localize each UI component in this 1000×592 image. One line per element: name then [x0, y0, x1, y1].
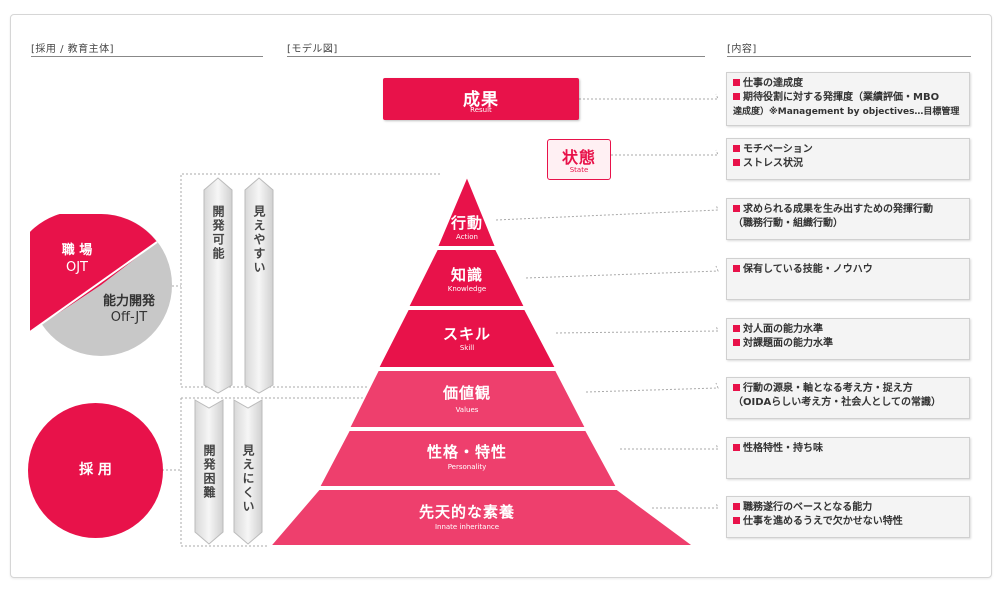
offjt-label-2: Off-JT — [110, 310, 148, 325]
pyramid-values-title: 価値観 — [442, 384, 491, 402]
content-state-line-2: ストレス状況 — [733, 157, 963, 171]
content-knowledge-line-1: 保有している技能・ノウハウ — [733, 263, 963, 277]
content-values-cont: （OIDAらしい考え方・社会人としての常識） — [733, 397, 941, 408]
pyramid-action-title: 行動 — [450, 214, 483, 232]
ojt-label-2: OJT — [65, 260, 88, 275]
content-skill-line-2: 対課題面の能力水準 — [733, 337, 963, 351]
content-result-line-2: 期待役割に対する発揮度（業績評価・MBO — [733, 91, 963, 105]
pyramid-values — [347, 369, 588, 429]
pyramid-innate-sub: Innate inheritance — [434, 523, 500, 531]
pyramid-knowledge — [406, 248, 527, 308]
pyramid-innate-title: 先天的な素養 — [418, 503, 515, 521]
content-box-knowledge: 保有している技能・ノウハウ — [726, 258, 970, 300]
pyramid-values-sub: Values — [455, 406, 479, 414]
content-action-line-1: 求められる成果を生み出すための発揮行動 — [733, 203, 963, 217]
pyramid-action — [435, 173, 498, 248]
arrow-develop-difficult: 開発困難 — [202, 444, 216, 500]
result-box — [383, 78, 579, 120]
pyramid-personality-sub: Personality — [447, 463, 487, 471]
content-box-skill: 対人面の能力水準 対課題面の能力水準 — [726, 318, 970, 360]
content-action-cont: （職務行動・組織行動） — [733, 218, 843, 229]
content-box-personality: 性格特性・持ち味 — [726, 437, 970, 479]
content-box-state: モチベーション ストレス状況 — [726, 138, 970, 180]
hiring-label: 採 用 — [79, 462, 112, 478]
content-box-innate: 職務遂行のベースとなる能力 仕事を進めるうえで欠かせない特性 — [726, 496, 970, 538]
content-personality-line-1: 性格特性・持ち味 — [733, 442, 963, 456]
content-values-line-1: 行動の源泉・軸となる考え方・捉え方 — [733, 382, 963, 396]
state-box — [547, 139, 611, 180]
pyramid-innate — [267, 488, 698, 547]
header-right: [内容] — [727, 44, 757, 55]
content-skill-line-1: 対人面の能力水準 — [733, 323, 963, 337]
pyramid-skill-sub: Skill — [459, 344, 475, 352]
header-left: [採用 / 教育主体] — [31, 44, 115, 55]
header-left-line — [31, 56, 263, 57]
arrow-hard-to-see: 見えにくい — [241, 444, 255, 514]
content-innate-line-1: 職務遂行のベースとなる能力 — [733, 501, 963, 515]
content-result-line-1: 仕事の達成度 — [733, 77, 963, 91]
pyramid-skill — [376, 308, 558, 369]
pyramid-knowledge-sub: Knowledge — [447, 285, 487, 293]
arrow-easy-to-see: 見えやすい — [252, 205, 266, 275]
state-title: 状態 — [561, 148, 596, 167]
arrow-develop-possible: 開発可能 — [211, 205, 225, 261]
content-box-values: 行動の源泉・軸となる考え方・捉え方 （OIDAらしい考え方・社会人としての常識） — [726, 377, 970, 419]
result-sub: Result — [470, 106, 492, 114]
header-right-line — [727, 56, 971, 57]
content-box-action: 求められる成果を生み出すための発揮行動 （職務行動・組織行動） — [726, 198, 970, 240]
pyramid-personality — [317, 429, 619, 488]
pyramid-skill-title: スキル — [442, 325, 491, 343]
hiring-circle — [28, 403, 163, 538]
content-state-line-1: モチベーション — [733, 143, 963, 157]
ojt-label-1: 職 場 — [61, 243, 93, 258]
pyramid-knowledge-title: 知識 — [450, 266, 483, 284]
ojt-offjt-circle — [9, 210, 172, 356]
offjt-label-1: 能力開発 — [102, 294, 155, 309]
content-box-result: 仕事の達成度 期待役割に対する発揮度（業績評価・MBO 達成度）※Managem… — [726, 72, 970, 126]
ojt-offjt-pie — [9, 210, 172, 356]
state-sub: State — [569, 166, 589, 174]
pyramid-action-sub: Action — [456, 233, 478, 241]
header-middle-line — [287, 56, 705, 57]
content-result-cont: 達成度）※Management by objectives…目標管理 — [733, 107, 960, 117]
pyramid-personality-title: 性格・特性 — [426, 443, 507, 461]
header-middle: [モデル図] — [287, 44, 338, 55]
result-title: 成果 — [463, 90, 499, 110]
content-innate-line-2: 仕事を進めるうえで欠かせない特性 — [733, 515, 963, 529]
